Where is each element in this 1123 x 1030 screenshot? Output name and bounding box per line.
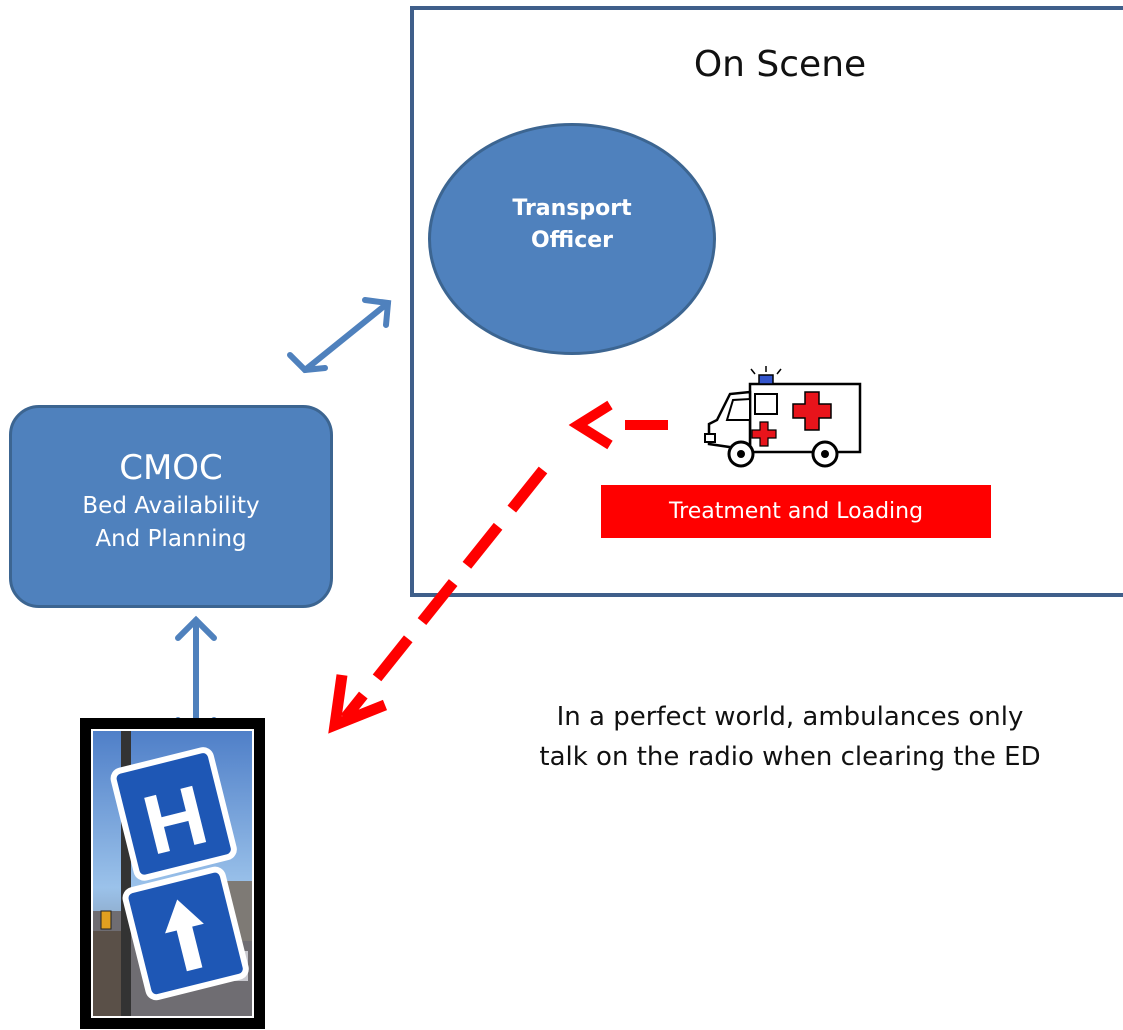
cmoc-officer-double-arrow <box>287 297 392 374</box>
cmoc-title: CMOC <box>119 448 223 488</box>
on-scene-title: On Scene <box>693 44 867 85</box>
ambulance-icon <box>704 366 862 468</box>
treatment-loading-label: Treatment and Loading <box>601 485 991 538</box>
perfect-world-note: In a perfect world, ambulances only talk… <box>539 702 1041 772</box>
cmoc-subtitle-line1: Bed Availability <box>82 493 260 519</box>
cmoc-subtitle-line2: And Planning <box>95 526 247 552</box>
scene-to-hospital-dashed-arrow <box>328 466 548 734</box>
transport-officer-node: Transport Officer <box>428 123 716 355</box>
transport-officer-label: Transport Officer <box>512 196 632 253</box>
hospital-sign-photo: H <box>80 718 265 1029</box>
cmoc-node: CMOC Bed Availability And Planning <box>9 405 333 608</box>
ambulance-leftward-arrow <box>568 400 668 450</box>
hospital-sign-drawing: H <box>93 731 252 1016</box>
hospital-sign-image: H <box>91 729 254 1018</box>
